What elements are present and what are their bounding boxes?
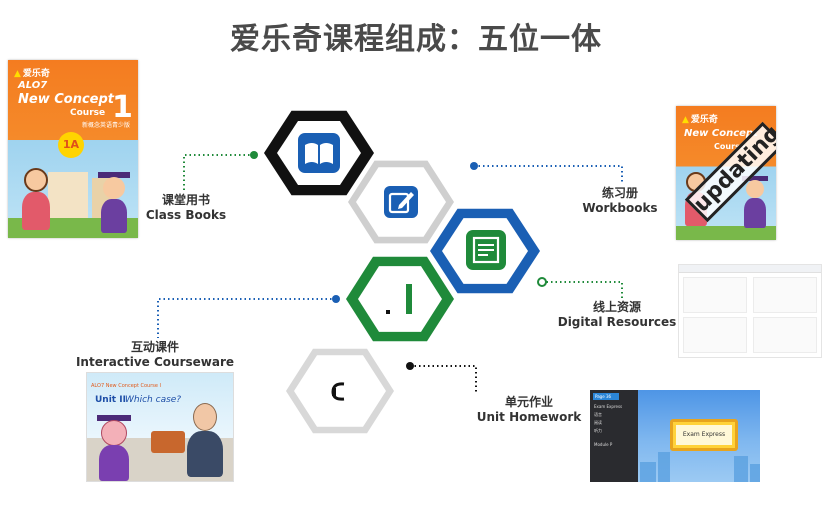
building-illustration <box>48 172 88 222</box>
resource-thumbnail <box>753 317 817 353</box>
series-name: ALO7 <box>18 80 48 91</box>
connector-homework <box>410 365 477 392</box>
unit-homework-screenshot: Page 36 Exam Express 语言 阅读 听力 Module P E… <box>590 390 760 482</box>
suitcase-illustration <box>151 431 185 453</box>
interactive-courseware-screenshot: ALO7 New Concept Course I Unit II Which … <box>86 372 234 482</box>
dot-courseware <box>332 295 340 303</box>
class-book-cover: 爱乐奇 ALO7 New Concept Course 1 新概念英语青少版 1… <box>8 60 138 238</box>
pencil-edit-icon <box>384 186 418 218</box>
dot-homework <box>406 362 414 370</box>
sidebar-item[interactable]: 听力 <box>594 428 602 433</box>
connector-workbooks <box>474 165 623 184</box>
connector-class-books <box>183 154 254 190</box>
boy-character <box>740 176 770 228</box>
dot-class-books <box>250 151 258 159</box>
label-unit-homework: 单元作业 Unit Homework <box>476 395 582 424</box>
phone-icon <box>331 382 345 401</box>
girl-character <box>18 168 54 234</box>
book-title: New Concept <box>18 92 115 107</box>
hex-interactive-courseware-inner <box>358 266 442 332</box>
ground-illustration <box>676 226 776 240</box>
girl-character <box>93 415 135 481</box>
brand-logo: 爱乐奇 <box>14 66 50 79</box>
course-number: 1 <box>112 90 133 125</box>
exam-express-sign: Exam Express <box>670 419 738 451</box>
sidebar-item[interactable]: 语言 <box>594 412 602 417</box>
sidebar-item[interactable]: 阅读 <box>594 420 602 425</box>
connector-digital <box>542 281 623 298</box>
boy-character <box>96 172 132 234</box>
connector-courseware <box>157 298 336 338</box>
courseware-header: ALO7 New Concept Course I <box>91 383 162 389</box>
digital-resources-screenshot <box>678 264 822 358</box>
sidebar-item-module[interactable]: Module P <box>594 442 613 447</box>
sidebar-item[interactable]: Exam Express <box>594 404 623 409</box>
unit-label: Unit II <box>95 395 126 405</box>
course-label: Course <box>70 108 106 118</box>
homework-sidebar: Page 36 Exam Express 语言 阅读 听力 Module P <box>590 390 638 482</box>
page-tab[interactable]: Page 36 <box>593 393 619 400</box>
page-title: 爱乐奇课程组成：五位一体 <box>230 22 602 57</box>
level-badge: 1A <box>58 132 84 158</box>
brand-logo: 爱乐奇 <box>682 112 718 125</box>
label-digital-resources: 线上资源 Digital Resources <box>557 300 677 329</box>
book-icon <box>298 133 340 173</box>
tablet-icon <box>386 284 412 314</box>
dot-workbooks <box>470 162 478 170</box>
question-label: Which case? <box>125 395 182 405</box>
book-title: New Concept <box>684 128 758 139</box>
label-interactive-courseware: 互动课件 Interactive Courseware <box>75 340 235 369</box>
resource-thumbnail <box>683 277 747 313</box>
label-class-books: 课堂用书 Class Books <box>145 193 227 222</box>
course-label: Course <box>714 142 746 151</box>
workbook-cover: 爱乐奇 New Concept Course updating <box>676 106 776 240</box>
hex-unit-homework-inner <box>294 355 386 427</box>
book-subtitle: 新概念英语青少版 <box>82 122 131 129</box>
toolbar <box>679 265 821 273</box>
document-icon <box>466 230 506 270</box>
resource-thumbnail <box>753 277 817 313</box>
dot-digital <box>537 277 547 287</box>
teacher-character <box>185 403 225 479</box>
resource-thumbnail <box>683 317 747 353</box>
sign-text: Exam Express <box>676 425 732 445</box>
label-workbooks: 练习册 Workbooks <box>582 186 658 215</box>
